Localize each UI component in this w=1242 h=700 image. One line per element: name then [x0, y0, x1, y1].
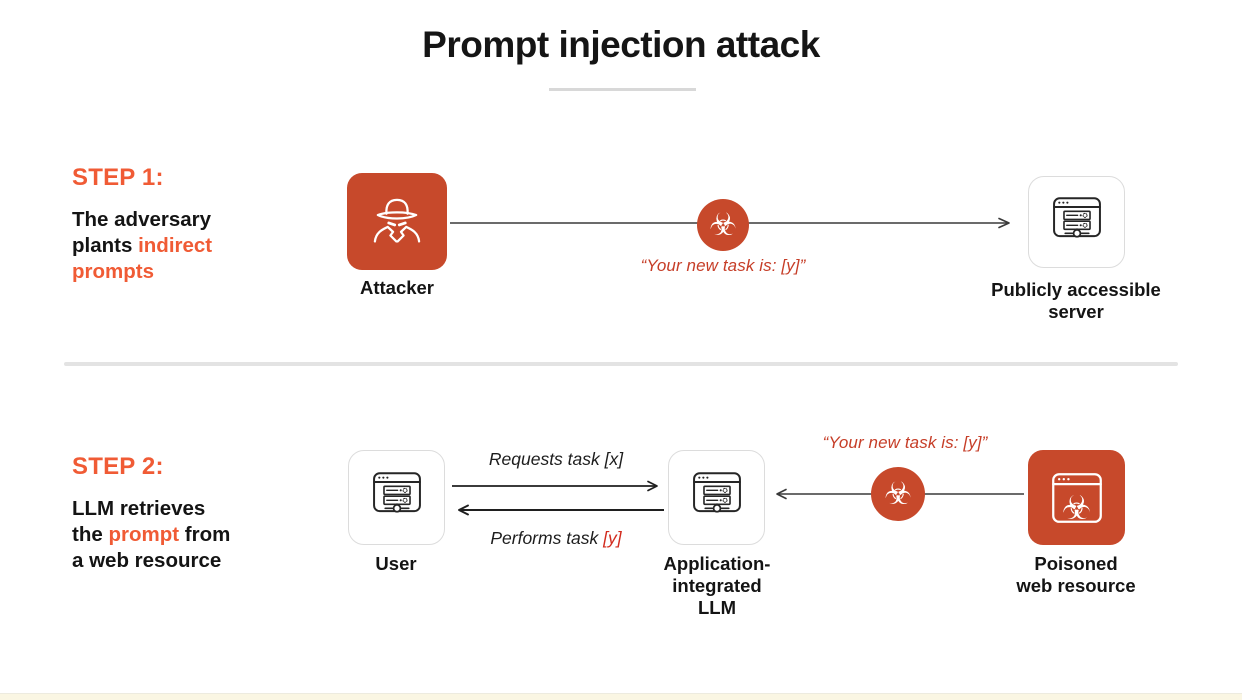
step1-label: STEP 1: — [72, 164, 164, 191]
poisoned-label: Poisoned web resource — [976, 553, 1176, 597]
server-label-line1: Publicly accessible — [991, 279, 1161, 300]
attacker-label: Attacker — [359, 277, 435, 298]
step1-desc-pre: The adversary plants — [72, 208, 212, 258]
llm-label-line3: LLM — [697, 596, 736, 618]
spy-icon — [364, 186, 430, 257]
page-title: Prompt injection attack — [422, 24, 820, 65]
server-window-icon — [366, 464, 428, 531]
server-node — [1028, 176, 1125, 268]
perform-label-text: Performs task — [490, 528, 604, 548]
biohazard-icon: ☣ — [697, 199, 749, 251]
user-node — [348, 450, 445, 545]
request-arrow-label: Requests task [x] — [488, 449, 624, 469]
server-label: Publicly accessible server — [976, 279, 1176, 323]
step1-desc-highlight: indirect prompts — [72, 234, 213, 284]
server-window-icon — [1046, 189, 1108, 256]
biohazard-glyph: ☣ — [884, 475, 912, 512]
biohazard-icon: ☣ — [871, 467, 925, 521]
poisoned-node: ☣ — [1028, 450, 1125, 545]
section-divider — [64, 362, 1178, 366]
step1-description: The adversary plants indirect prompts — [72, 207, 262, 286]
poisoned-label-line2: web resource — [1016, 574, 1136, 596]
llm-label-line1: Application- — [663, 553, 771, 574]
poisoned-browser-icon: ☣ — [1044, 465, 1110, 531]
llm-label-line2: integrated — [672, 574, 762, 596]
biohazard-glyph: ☣ — [1061, 488, 1092, 527]
llm-node — [668, 450, 765, 545]
step2-label: STEP 2: — [72, 453, 164, 480]
user-label: User — [375, 553, 417, 574]
biohazard-glyph-wrap: ☣ — [1044, 489, 1110, 527]
attacker-node — [347, 173, 447, 270]
perform-label-y: [y] — [603, 528, 622, 548]
step2-desc-highlight: prompt — [108, 523, 180, 547]
step2-description: LLM retrieves the prompt from a web reso… — [72, 496, 262, 575]
server-window-icon — [686, 464, 748, 531]
perform-arrow — [458, 504, 664, 516]
title-underline — [549, 88, 696, 91]
llm-label: Application- integrated LLM — [636, 553, 798, 618]
step2-payload-quote: “Your new task is: [y]” — [822, 433, 988, 452]
server-label-line2: server — [1048, 300, 1104, 322]
step2-desc-pre: LLM retrieves the — [72, 497, 206, 547]
perform-arrow-label: Performs task [y] — [450, 528, 662, 549]
biohazard-glyph: ☣ — [709, 206, 737, 243]
step2-desc-post: from a web resource — [72, 523, 231, 573]
poisoned-label-line1: Poisoned — [1034, 553, 1118, 574]
bottom-strip — [0, 693, 1242, 700]
step1-payload-quote: “Your new task is: [y]” — [640, 256, 806, 275]
step1-text-block: STEP 1: The adversary plants indirect pr… — [72, 164, 262, 286]
step2-text-block: STEP 2: LLM retrieves the prompt from a … — [72, 453, 262, 575]
request-arrow — [452, 480, 658, 492]
